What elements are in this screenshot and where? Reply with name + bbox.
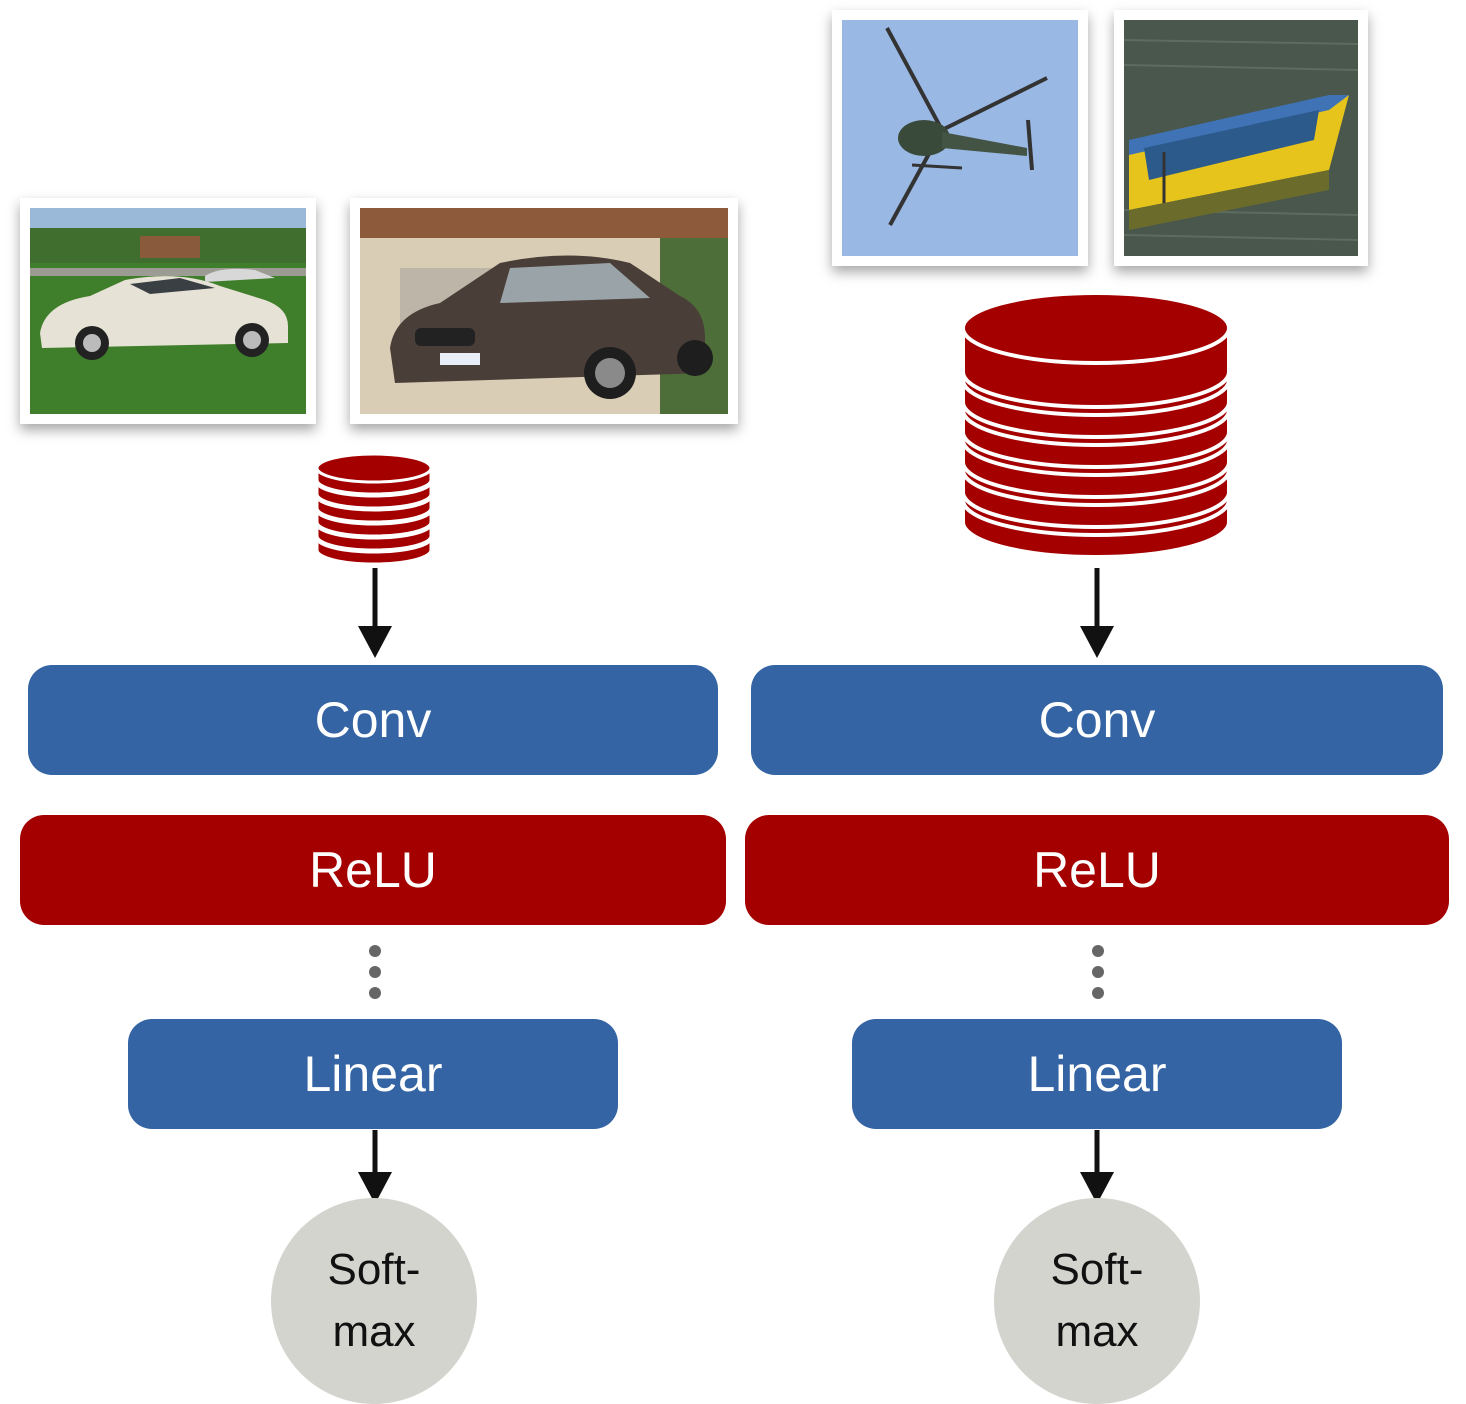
relu-layer: ReLU — [20, 815, 726, 925]
softmax-label-line2: max — [1055, 1307, 1139, 1356]
small-database-icon — [315, 452, 433, 566]
softmax-node: Soft- max — [271, 1198, 477, 1404]
ellipsis-icon — [1092, 945, 1104, 1008]
arrow-down-icon — [358, 1130, 392, 1204]
softmax-node: Soft- max — [994, 1198, 1200, 1404]
softmax-label-line1: Soft- — [327, 1245, 421, 1294]
linear-layer: Linear — [852, 1019, 1342, 1129]
arrow-down-icon — [358, 568, 392, 658]
sedan-photo — [20, 198, 316, 424]
softmax-label-line2: max — [332, 1307, 416, 1356]
conv-layer: Conv — [751, 665, 1443, 775]
ellipsis-icon — [369, 945, 381, 1008]
arrow-down-icon — [1080, 1130, 1114, 1204]
softmax-label-line1: Soft- — [1050, 1245, 1144, 1294]
relu-layer: ReLU — [745, 815, 1449, 925]
helicopter-photo — [832, 10, 1088, 266]
linear-layer: Linear — [128, 1019, 618, 1129]
conv-layer: Conv — [28, 665, 718, 775]
bmw-photo — [350, 198, 738, 424]
arrow-down-icon — [1080, 568, 1114, 658]
large-database-icon — [961, 291, 1231, 559]
boat-photo — [1114, 10, 1368, 266]
